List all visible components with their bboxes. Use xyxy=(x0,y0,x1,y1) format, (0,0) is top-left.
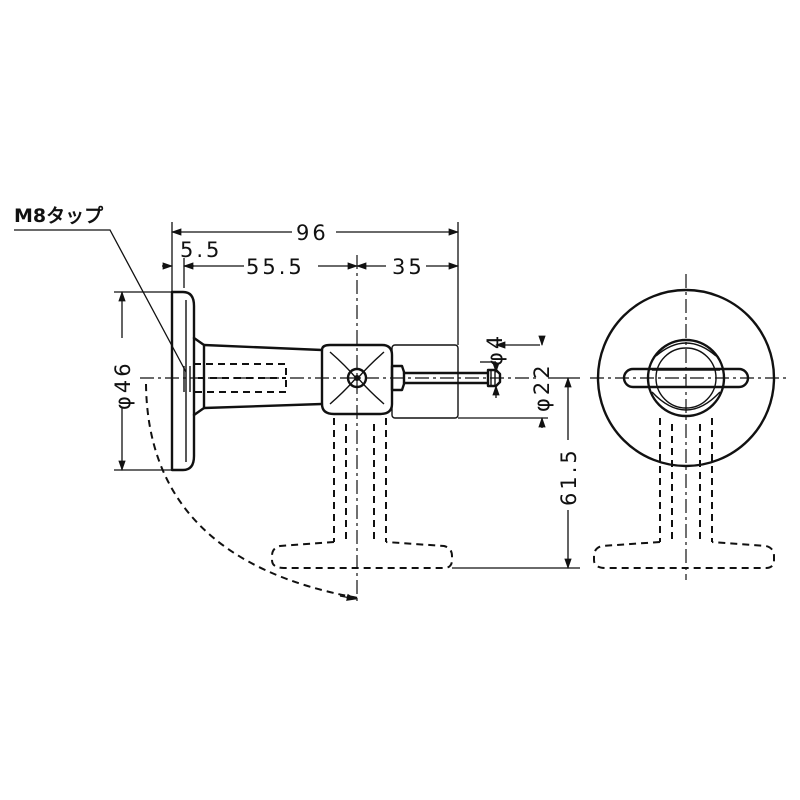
thread-label: M8タップ xyxy=(14,204,104,227)
foot-plate xyxy=(271,541,453,569)
dim-block-diameter: φ22 xyxy=(530,362,554,412)
base-plate xyxy=(170,290,196,472)
dim-to-center: 55.5 xyxy=(246,255,305,279)
dim-base-diameter: φ46 xyxy=(111,360,135,410)
support-post xyxy=(333,418,387,542)
swing-arc xyxy=(145,383,359,599)
dim-overall-length: 96 xyxy=(296,221,329,245)
dim-offset-small: 5.5 xyxy=(180,238,222,262)
dim-pin-diameter: φ4 xyxy=(483,333,507,366)
dimensions: 96 5.5 55.5 35 φ46 φ4 φ22 xyxy=(14,204,581,570)
base-hub xyxy=(192,336,206,417)
thread-leader xyxy=(14,229,187,373)
arm-tube xyxy=(202,343,324,410)
front-foot xyxy=(593,541,775,569)
side-view xyxy=(140,255,540,605)
dim-height: 61.5 xyxy=(557,447,581,506)
pin-shaft xyxy=(402,371,490,385)
holder-outline xyxy=(391,344,459,419)
dim-tip-length: 35 xyxy=(392,255,425,279)
front-view xyxy=(590,274,786,580)
front-post xyxy=(659,418,713,542)
